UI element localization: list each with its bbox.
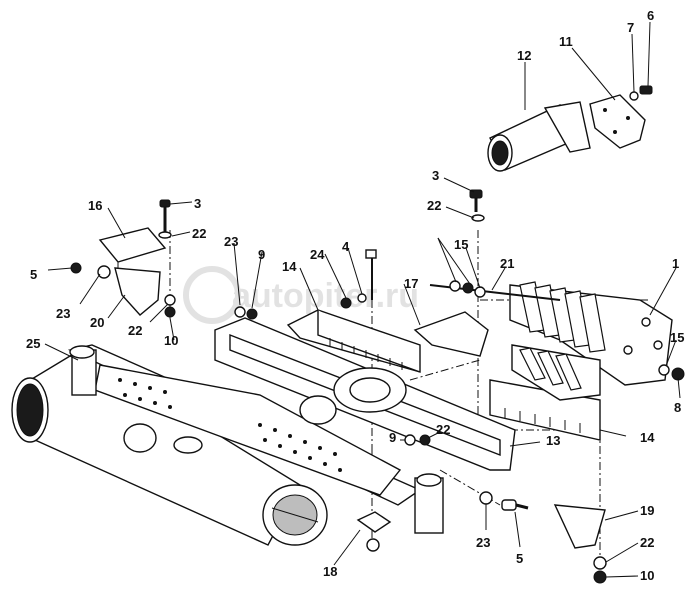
callout-7: 7 — [627, 20, 634, 35]
callout-5b: 5 — [516, 551, 523, 566]
callout-16: 16 — [88, 198, 102, 213]
callout-19: 19 — [640, 503, 654, 518]
callout-3a: 3 — [194, 196, 201, 211]
callout-10a: 10 — [164, 333, 178, 348]
callout-11: 11 — [559, 34, 573, 49]
plate — [413, 311, 489, 357]
callout-21: 21 — [500, 256, 514, 271]
cylinder-sleeve — [487, 101, 591, 172]
callout-24: 24 — [310, 247, 325, 262]
callout-6: 6 — [647, 8, 654, 23]
callout-20: 20 — [90, 315, 104, 330]
callout-labels: 6 7 11 12 3 22 15 21 1 15 8 3 22 16 5 23… — [26, 8, 684, 583]
bracket-20 — [114, 267, 161, 316]
callout-4: 4 — [342, 239, 350, 254]
callout-23b: 23 — [224, 234, 238, 249]
callout-9a: 9 — [258, 247, 265, 262]
callout-8: 8 — [674, 400, 681, 415]
callout-17: 17 — [404, 276, 418, 291]
callout-25: 25 — [26, 336, 40, 351]
callout-10b: 10 — [640, 568, 654, 583]
axle-tube — [11, 349, 328, 546]
rail-bracket-left — [286, 309, 421, 373]
callout-18: 18 — [323, 564, 337, 579]
callout-5a: 5 — [30, 267, 37, 282]
callout-14b: 14 — [640, 430, 655, 445]
watermark-text: autopiter.ru — [232, 277, 419, 315]
leader-lines — [44, 21, 681, 578]
callout-3b: 3 — [432, 168, 439, 183]
callout-15b: 15 — [670, 330, 684, 345]
callout-12: 12 — [517, 48, 531, 63]
callout-9b: 9 — [389, 430, 396, 445]
callout-13: 13 — [546, 433, 560, 448]
nut-18 — [356, 511, 392, 533]
bracket-16 — [98, 227, 167, 270]
beam-holes — [118, 378, 342, 472]
clamp-assembly — [509, 281, 673, 401]
bracket-19 — [553, 504, 606, 549]
callout-23c: 23 — [476, 535, 490, 550]
callout-22c: 22 — [128, 323, 142, 338]
callout-22b: 22 — [427, 198, 441, 213]
center-beam — [67, 344, 444, 534]
callout-14a: 14 — [282, 259, 297, 274]
callout-15a: 15 — [454, 237, 468, 252]
watermark: autopiter.ru — [183, 266, 419, 324]
callout-22d: 22 — [436, 422, 450, 437]
callout-23a: 23 — [56, 306, 70, 321]
flange-block — [589, 94, 646, 149]
callout-22a: 22 — [192, 226, 206, 241]
callout-1: 1 — [672, 256, 679, 271]
callout-22e: 22 — [640, 535, 654, 550]
